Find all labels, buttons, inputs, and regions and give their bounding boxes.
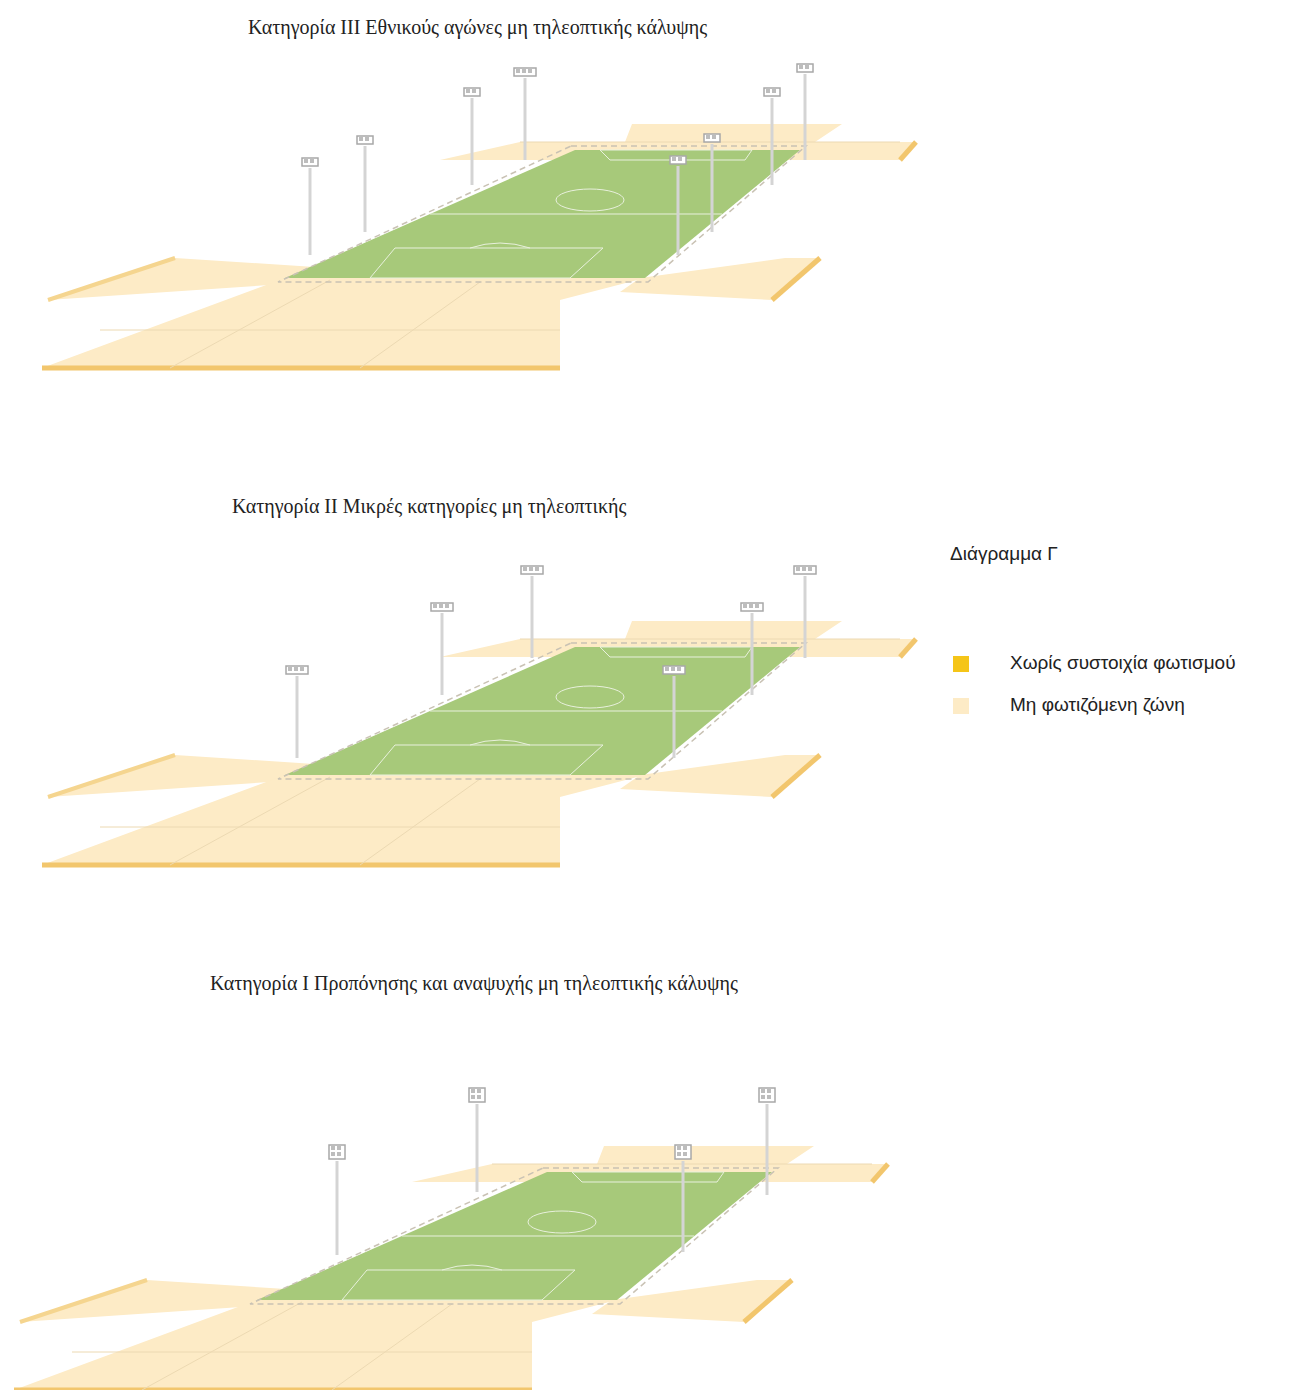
light-pole xyxy=(794,566,816,574)
light-pole xyxy=(797,64,813,72)
legend-text: Χωρίς συστοιχία φωτισμού xyxy=(1010,652,1236,674)
light-pole xyxy=(673,676,676,758)
light-pole xyxy=(329,1145,345,1159)
light-pole xyxy=(711,144,714,232)
light-pole xyxy=(431,603,453,611)
light-pole xyxy=(741,603,763,611)
light-pole xyxy=(766,1104,769,1195)
legend-swatch xyxy=(953,698,969,714)
category-heading: Κατηγορία I Προπόνησης και αναψυχής μη τ… xyxy=(210,972,738,995)
light-pole xyxy=(764,88,780,96)
light-pole xyxy=(704,134,720,142)
light-pole xyxy=(469,1088,485,1102)
light-pole xyxy=(677,166,680,255)
figure-label: Διάγραμμα Γ xyxy=(950,543,1058,565)
light-pole xyxy=(476,1104,479,1192)
light-pole xyxy=(464,88,480,96)
light-pole xyxy=(364,146,367,232)
light-pole xyxy=(670,156,686,164)
light-pole xyxy=(471,98,474,185)
light-pole xyxy=(771,98,774,185)
light-pole xyxy=(521,566,543,574)
light-pole xyxy=(675,1145,691,1159)
category-heading: Κατηγορία II Μικρές κατηγορίες μη τηλεοπ… xyxy=(232,495,626,518)
light-pole xyxy=(663,666,685,674)
light-pole xyxy=(751,613,754,695)
legend-text: Μη φωτιζόμενη ζώνη xyxy=(1010,694,1185,716)
category-heading: Κατηγορία III Εθνικούς αγώνες μη τηλεοπτ… xyxy=(248,16,707,39)
light-pole xyxy=(336,1161,339,1255)
light-pole xyxy=(286,666,308,674)
light-pole xyxy=(302,158,318,166)
light-pole xyxy=(759,1088,775,1102)
light-pole xyxy=(804,74,807,160)
light-pole xyxy=(514,68,536,76)
light-pole xyxy=(309,168,312,255)
light-pole xyxy=(682,1161,685,1252)
light-pole xyxy=(296,676,299,758)
light-pole xyxy=(531,576,534,658)
light-pole xyxy=(441,613,444,695)
light-pole xyxy=(804,576,807,658)
legend-swatch xyxy=(953,656,969,672)
light-pole xyxy=(524,78,527,160)
light-pole xyxy=(357,136,373,144)
